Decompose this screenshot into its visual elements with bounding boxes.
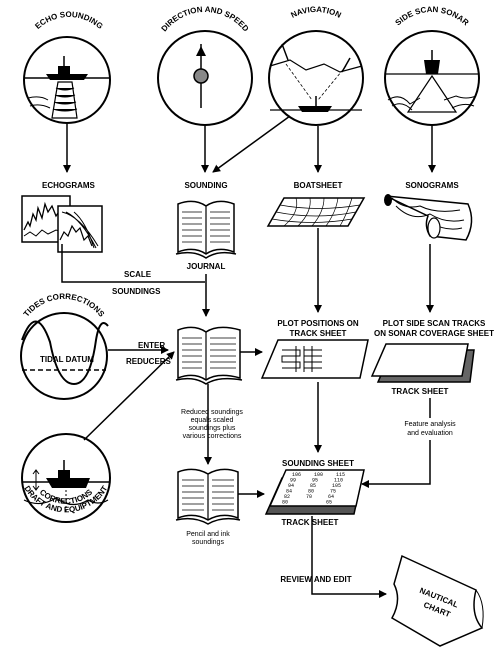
sounding-value: 65 bbox=[326, 500, 332, 506]
reducers-book-icon bbox=[175, 326, 243, 385]
sounding-value: 70 bbox=[306, 494, 312, 500]
track-sheet-plot-icon bbox=[260, 339, 369, 379]
sounding-value: 94 bbox=[288, 483, 294, 489]
track-sheet-bottom-label: TRACK SHEET bbox=[282, 518, 339, 527]
sonograms-label: SONOGRAMS bbox=[405, 181, 459, 190]
tide-curve bbox=[21, 320, 109, 386]
reduced-text-3: soundings plus bbox=[189, 425, 236, 432]
direction-speed-panel: DIRECTION AND SPEED bbox=[157, 5, 253, 126]
plot-sidescan-label-2: ON SONAR COVERAGE SHEET bbox=[374, 329, 494, 338]
direction-speed-title: DIRECTION AND SPEED bbox=[160, 5, 251, 34]
track-sheet-right-label: TRACK SHEET bbox=[392, 387, 449, 396]
echo-sounding-title: ECHO SOUNDING bbox=[33, 10, 104, 31]
echo-sounding-panel: ECHO SOUNDING bbox=[23, 10, 111, 124]
sonar-beam-icon bbox=[51, 81, 78, 119]
plot-positions-label-1: PLOT POSITIONS ON bbox=[277, 319, 359, 328]
boatsheet-grid-icon bbox=[266, 197, 366, 227]
pencil-text-1: Pencil and ink bbox=[186, 531, 230, 538]
sounding-value: 75 bbox=[330, 489, 336, 495]
sounding-value: 95 bbox=[312, 478, 318, 484]
arrow-feature-analysis-to-sounding-sheet bbox=[361, 398, 431, 488]
sounding-sheet-label: SOUNDING SHEET bbox=[282, 459, 354, 468]
journal-book-icon bbox=[175, 200, 237, 259]
arrow-navigation-to-sounding bbox=[212, 115, 291, 173]
sonar-coverage-sheet-icon bbox=[370, 343, 475, 383]
sounding-value: 82 bbox=[284, 494, 290, 500]
sounding-value: 105 bbox=[332, 483, 341, 489]
navigation-panel: NAVIGATION bbox=[268, 5, 364, 126]
side-scan-panel: SIDE SCAN SONAR bbox=[384, 5, 480, 126]
tidal-datum-label: TIDAL DATUM bbox=[40, 355, 94, 364]
scale-label: SCALE bbox=[124, 270, 152, 279]
sounding-value: 84 bbox=[286, 489, 292, 495]
sounding-numbers-grid: 106 100 115 99 95 110 94 85 105 84 80 75 82 70 64 80 65 bbox=[282, 472, 345, 506]
feature-text-1: Feature analysis bbox=[404, 421, 456, 428]
radio-tower-right-icon bbox=[341, 57, 351, 73]
boatsheet-label: BOATSHEET bbox=[294, 181, 343, 190]
reducers-label: REDUCERS bbox=[126, 357, 172, 366]
echograms-label: ECHOGRAMS bbox=[42, 181, 96, 190]
tides-panel: TIDAL DATUM TIDES CORRECTIONS bbox=[20, 292, 109, 400]
draft-equipment-panel: DRAFT AND EQUIPTMENT CORRECTIONS bbox=[21, 433, 111, 523]
compass-dot-icon bbox=[193, 68, 209, 84]
sounding-value: 99 bbox=[290, 478, 296, 484]
coastline bbox=[269, 59, 363, 73]
sounding-value: 115 bbox=[336, 472, 345, 478]
draft-ship-icon bbox=[46, 478, 90, 488]
sounding-value: 80 bbox=[308, 489, 314, 495]
echograms-image bbox=[21, 195, 103, 253]
navigation-title: NAVIGATION bbox=[289, 5, 342, 20]
plot-positions-label-2: TRACK SHEET bbox=[290, 329, 347, 338]
sounding-value: 85 bbox=[310, 483, 316, 489]
arrow-review-to-chart bbox=[311, 516, 387, 598]
sounding-value: 106 bbox=[292, 472, 301, 478]
feature-text-2: and evaluation bbox=[407, 430, 453, 437]
sounding-value: 100 bbox=[314, 472, 323, 478]
north-arrow-icon bbox=[196, 46, 206, 56]
reduced-text-2: equals scaled bbox=[191, 417, 234, 424]
nautical-chart-icon: NAUTICAL CHART bbox=[390, 554, 484, 647]
sounding-value: 110 bbox=[334, 478, 343, 484]
journal-label: JOURNAL bbox=[187, 262, 226, 271]
navigation-circle bbox=[268, 30, 364, 126]
survey-ship-icon bbox=[46, 74, 88, 80]
sounding-label: SOUNDING bbox=[184, 181, 227, 190]
sounding-value: 64 bbox=[328, 494, 334, 500]
reduced-text-1: Reduced soundings bbox=[181, 409, 243, 416]
sounding-value: 80 bbox=[282, 500, 288, 506]
sounding-sheet-icon: 106 100 115 99 95 110 94 85 105 84 80 75 82 70 64 80 65 bbox=[264, 469, 365, 515]
radio-tower-left-icon bbox=[281, 43, 289, 61]
scale-soundings-line bbox=[61, 244, 205, 283]
navigation-ship-icon bbox=[298, 106, 332, 112]
side-scan-beam-icon bbox=[406, 74, 458, 113]
side-scan-title: SIDE SCAN SONAR bbox=[394, 5, 471, 28]
reduced-text-4: various corrections bbox=[183, 433, 242, 440]
enter-label: ENTER bbox=[138, 341, 165, 350]
sonogram-scroll-icon bbox=[384, 194, 473, 241]
review-edit-label: REVIEW AND EDIT bbox=[280, 575, 351, 584]
arrow-draft-to-reducers bbox=[83, 351, 175, 441]
plot-sidescan-label-1: PLOT SIDE SCAN TRACKS bbox=[383, 319, 486, 328]
sonar-towfish-icon bbox=[424, 60, 440, 74]
pencil-text-2: soundings bbox=[192, 539, 224, 546]
soundings-label: SOUNDINGS bbox=[112, 287, 161, 296]
pencil-ink-book-icon bbox=[175, 468, 241, 525]
